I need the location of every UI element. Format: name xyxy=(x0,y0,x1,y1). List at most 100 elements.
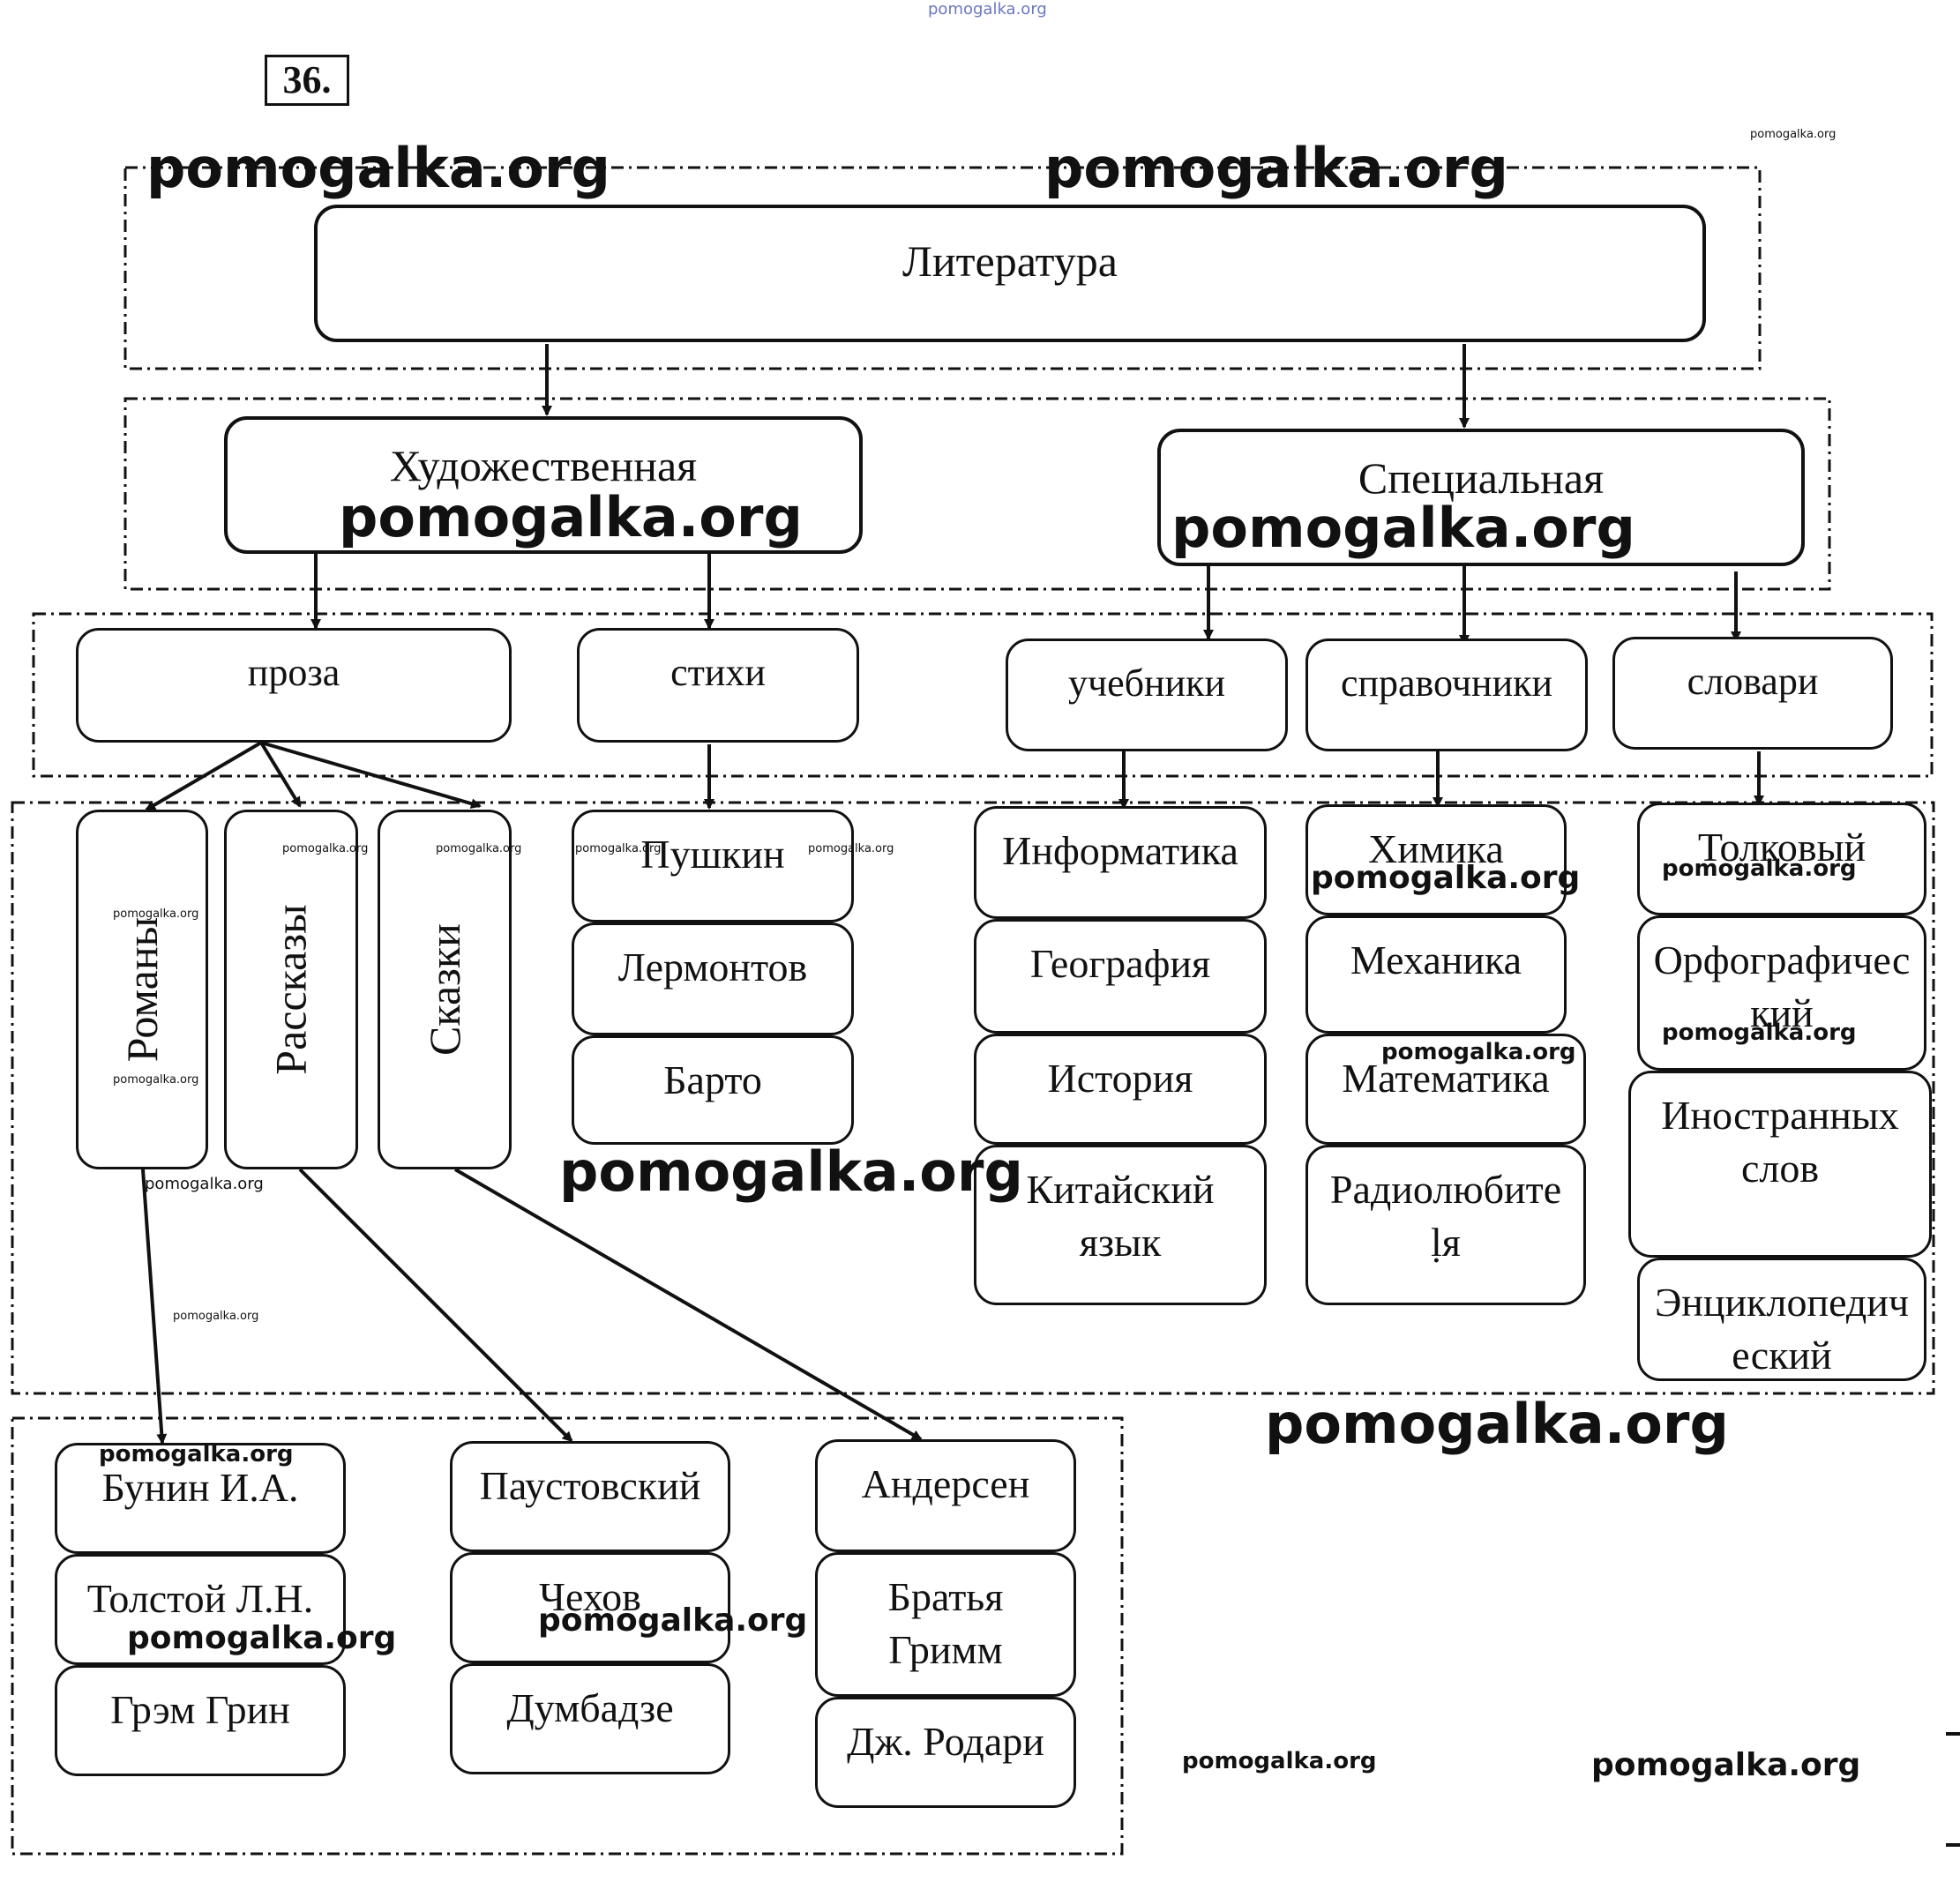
reference-item: Математика xyxy=(1305,1034,1586,1145)
node-fairy-tales: Сказки xyxy=(378,810,512,1169)
novelist-label: Толстой Л.Н. xyxy=(86,1576,314,1621)
story-writer-item: Паустовский xyxy=(450,1441,730,1552)
watermark: pomogalka.org xyxy=(146,136,610,200)
link-prose-stories xyxy=(259,741,302,808)
fairy-tale-writer-label: Братья Гримм xyxy=(887,1574,1004,1672)
watermark: pomogalka.org xyxy=(127,1620,397,1656)
watermark: pomogalka.org xyxy=(1591,1747,1861,1783)
node-special-label: Специальная xyxy=(1358,453,1605,503)
reference-label: Механика xyxy=(1350,937,1522,982)
node-stories-label: Рассказы xyxy=(266,904,316,1075)
textbook-item: География xyxy=(974,919,1267,1034)
node-dictionaries: словари xyxy=(1612,637,1893,750)
node-literature: Литература xyxy=(314,205,1706,342)
watermark: pomogalka.org xyxy=(113,907,199,921)
watermark: pomogalka.org xyxy=(282,842,369,855)
textbook-item: Информатика xyxy=(974,806,1267,919)
fairy-tale-writer-label: Андерсен xyxy=(861,1461,1030,1506)
watermark: pomogalka.org xyxy=(559,1139,1023,1204)
fairy-tale-writer-item: Андерсен xyxy=(815,1439,1076,1552)
story-writer-item: Думбадзе xyxy=(450,1663,730,1774)
node-reference: справочники xyxy=(1305,639,1588,751)
watermark: pomogalka.org xyxy=(173,1310,259,1323)
poet-item: Лермонтов xyxy=(572,922,854,1035)
watermark: pomogalka.org xyxy=(808,842,894,855)
watermark: pomogalka.org xyxy=(1750,128,1837,141)
watermark: pomogalka.org xyxy=(575,842,662,855)
dictionary-label: Толковый xyxy=(1697,825,1866,870)
poet-label: Барто xyxy=(663,1057,762,1102)
watermark: pomogalka.org xyxy=(99,1441,294,1468)
node-fairy-tales-label: Сказки xyxy=(420,923,470,1056)
reference-item: Механика xyxy=(1305,915,1567,1034)
poet-item: Барто xyxy=(572,1035,854,1145)
node-reference-label: справочники xyxy=(1340,661,1553,705)
watermark: pomogalka.org xyxy=(113,1073,199,1087)
zone-branches xyxy=(123,397,1831,591)
node-prose-label: проза xyxy=(247,651,340,694)
zone-genres xyxy=(32,612,1934,778)
node-novels: Романы xyxy=(76,810,208,1169)
watermark: pomogalka.org xyxy=(1381,1039,1576,1065)
novelist-item: Грэм Грин xyxy=(55,1665,346,1776)
novelist-item: Бунин И.А. xyxy=(55,1443,346,1554)
watermark: pomogalka.org xyxy=(1311,860,1581,896)
node-literature-label: Литература xyxy=(902,236,1118,286)
textbook-label: Китайский язык xyxy=(1026,1167,1215,1265)
fairy-tale-writer-item: Дж. Родари xyxy=(815,1697,1076,1808)
link-fairy-tales-authors xyxy=(453,1168,923,1441)
task-number: 36. xyxy=(265,55,349,106)
link-stories-authors xyxy=(298,1168,573,1443)
reference-label: Радиолюбитеḷя xyxy=(1329,1167,1562,1265)
dictionary-item: Орфографический xyxy=(1637,915,1926,1071)
watermark: pomogalka.org xyxy=(538,1602,808,1639)
node-dictionaries-label: словари xyxy=(1687,660,1819,703)
dictionary-label: Орфографический xyxy=(1653,937,1911,1035)
node-prose: проза xyxy=(76,628,512,743)
dictionary-label: Энциклопедический xyxy=(1654,1280,1910,1378)
watermark: pomogalka.org xyxy=(1662,855,1857,882)
reference-item: Химика xyxy=(1305,804,1567,915)
novelist-label: Бунин И.А. xyxy=(101,1465,299,1510)
node-novels-label: Романы xyxy=(117,916,168,1063)
dictionary-item: Иностранных слов xyxy=(1628,1071,1932,1258)
watermark: pomogalka.org xyxy=(1662,1019,1857,1046)
story-writer-label: Думбадзе xyxy=(506,1685,674,1730)
textbook-item: История xyxy=(974,1034,1267,1145)
watermark: pomogalka.org xyxy=(145,1175,264,1193)
watermark: pomogalka.org xyxy=(339,485,803,549)
watermark: pomogalka.org xyxy=(1265,1392,1729,1456)
watermark: pomogalka.org xyxy=(1182,1748,1377,1774)
node-fiction-label: Художественная xyxy=(389,441,698,490)
poet-label: Лермонтов xyxy=(617,945,808,990)
node-poems: стихи xyxy=(577,628,859,743)
fairy-tale-writer-item: Братья Гримм xyxy=(815,1552,1076,1697)
dictionary-item: Энциклопедический xyxy=(1637,1258,1926,1381)
novelist-item: Толстой Л.Н. xyxy=(55,1554,346,1665)
story-writer-item: Чехов xyxy=(450,1552,730,1663)
textbook-label: География xyxy=(1029,941,1211,986)
zone-authors xyxy=(11,1416,1124,1856)
poet-label: Пушкин xyxy=(640,832,785,877)
node-stories: Рассказы xyxy=(224,810,358,1169)
poet-item: Пушкин xyxy=(572,810,854,922)
reference-label: Химика xyxy=(1368,826,1504,871)
node-special: Специальная xyxy=(1157,429,1805,566)
dictionary-label: Иностранных слов xyxy=(1661,1093,1899,1191)
watermark: pomogalka.org xyxy=(1171,496,1635,560)
reference-item: Радиолюбитеḷя xyxy=(1305,1145,1586,1305)
zone-subgroups xyxy=(11,801,1935,1395)
node-textbooks-label: учебники xyxy=(1067,661,1226,705)
node-fiction: Художественная xyxy=(224,416,863,554)
watermark: pomogalka.org xyxy=(928,0,1047,19)
zone-root xyxy=(123,166,1762,370)
link-novels-authors xyxy=(141,1169,168,1445)
textbook-label: История xyxy=(1047,1056,1193,1101)
link-prose-novels xyxy=(145,741,263,811)
watermark: pomogalka.org xyxy=(1044,136,1508,200)
story-writer-label: Чехов xyxy=(539,1574,641,1619)
dictionary-item: Толковый xyxy=(1637,803,1926,915)
story-writer-label: Паустовский xyxy=(479,1463,701,1508)
